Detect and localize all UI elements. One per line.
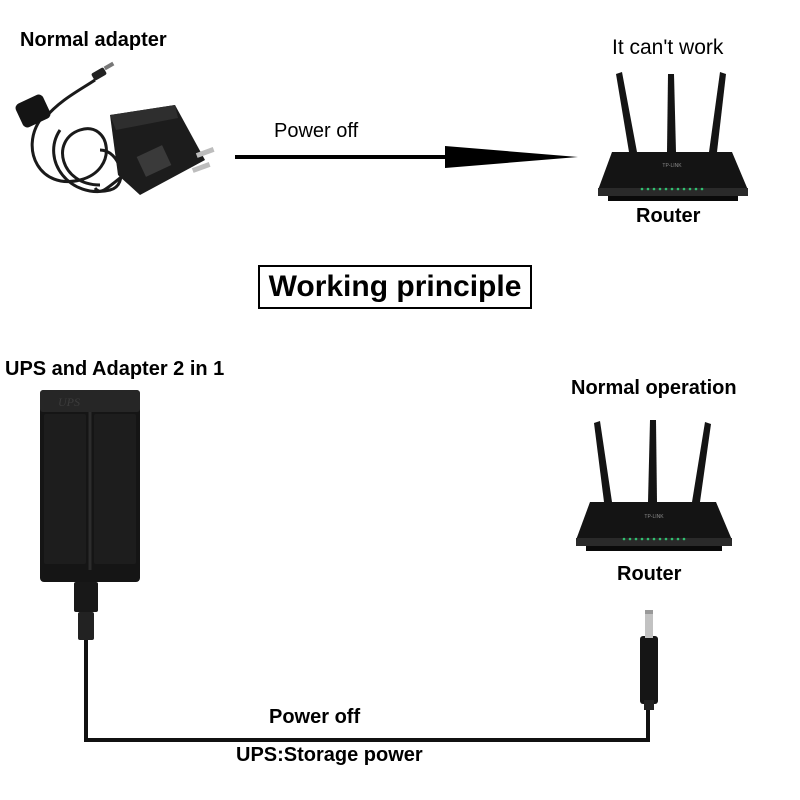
bottom-power-off-label: Power off — [269, 706, 361, 728]
ups-adapter-label: UPS and Adapter 2 in 1 — [5, 358, 225, 380]
bottom-router-label: Router — [617, 563, 682, 585]
normal-adapter-label: Normal adapter — [20, 29, 167, 51]
bottom-status-label: Normal operation — [571, 377, 737, 399]
top-power-arrow — [235, 146, 578, 168]
ups-cable — [84, 640, 650, 742]
ups-adapter-image: UPS — [40, 390, 140, 640]
dc-plug-image — [640, 610, 658, 710]
top-router-label: Router — [636, 205, 701, 227]
top-router-image: TP-LINK — [598, 72, 748, 201]
bottom-router-image: TP-LINK — [576, 420, 732, 551]
svg-text:TP-LINK: TP-LINK — [662, 163, 682, 169]
working-principle-title: Working principle — [258, 265, 532, 309]
svg-text:TP-LINK: TP-LINK — [644, 514, 664, 520]
svg-text:UPS: UPS — [58, 395, 80, 409]
normal-adapter-image — [15, 61, 215, 195]
top-status-label: It can't work — [612, 36, 724, 59]
ups-storage-power-label: UPS:Storage power — [236, 744, 423, 766]
top-power-off-label: Power off — [274, 120, 359, 142]
